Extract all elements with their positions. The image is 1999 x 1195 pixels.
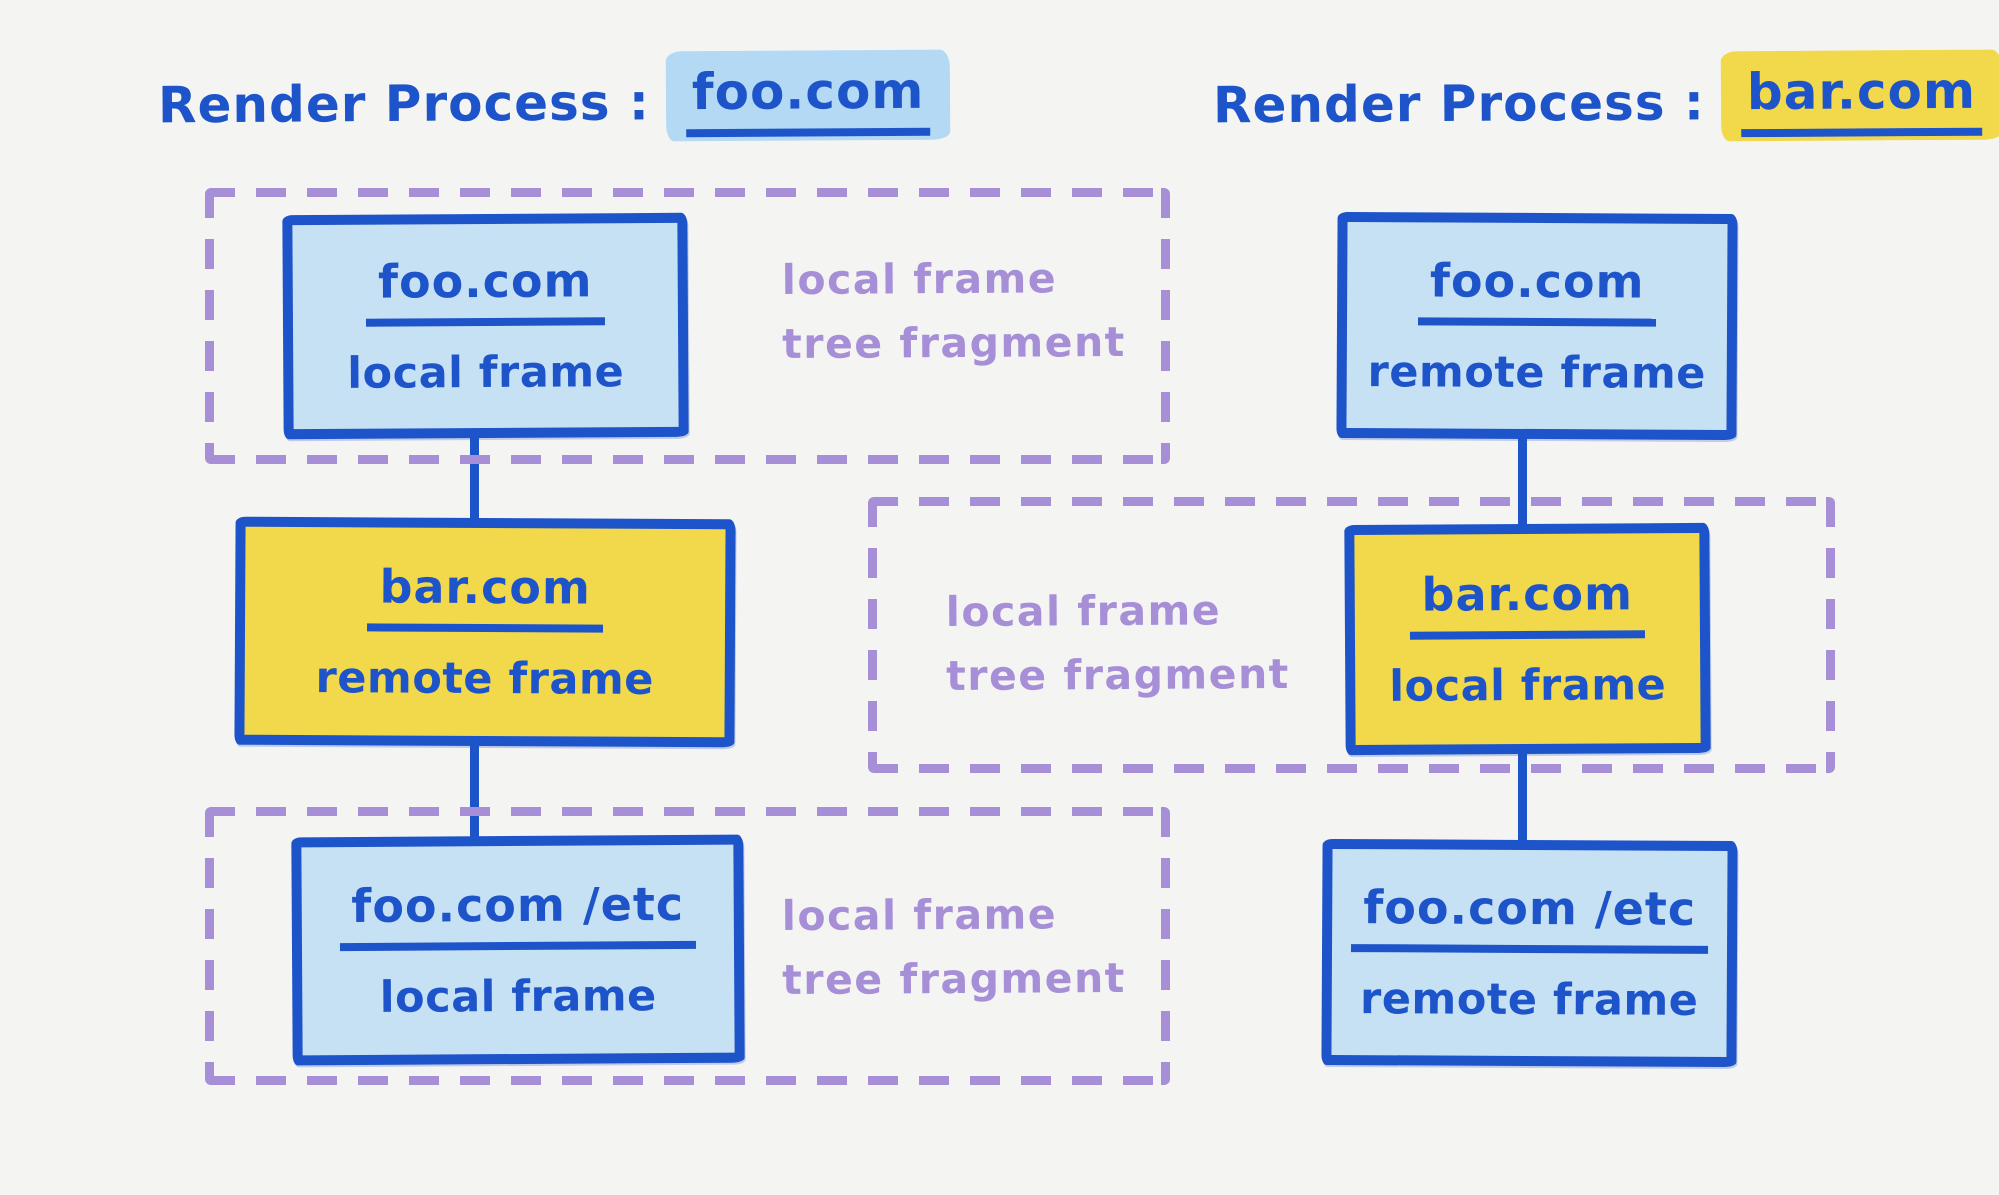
node-domain: bar.com [367,559,604,633]
node-domain: foo.com /etc [1351,880,1709,954]
connector-left-bottom [470,738,479,846]
left-title-domain-highlight: foo.com [665,49,951,142]
left-render-process-title: Render Process : foo.com [157,49,951,145]
node-frame-type: remote frame [315,653,655,705]
connector-right-bottom [1518,742,1527,846]
left-node-foo-local-frame: foo.com local frame [282,212,689,440]
node-domain: bar.com [1409,566,1646,640]
right-title-domain-highlight: bar.com [1720,49,1999,142]
left-title-domain: foo.com [685,61,931,138]
node-domain: foo.com [365,253,605,327]
fragment-label-line1: local frame [945,586,1222,637]
right-fragment-label: local frame tree fragment [946,579,1290,708]
fragment-label-line2: tree fragment [782,953,1126,1004]
left-bottom-fragment-label: local frame tree fragment [782,883,1126,1012]
connector-left-top [470,430,479,530]
right-node-bar-local-frame: bar.com local frame [1344,522,1711,756]
node-frame-type: local frame [1389,660,1667,712]
node-domain: foo.com /etc [339,876,697,952]
node-frame-type: remote frame [1359,974,1699,1026]
fragment-label-line2: tree fragment [782,317,1126,368]
node-frame-type: local frame [347,347,625,399]
node-frame-type: remote frame [1367,347,1707,399]
node-domain: foo.com [1417,253,1657,327]
left-top-fragment-label: local frame tree fragment [782,247,1126,376]
right-render-process-title: Render Process : bar.com [1212,49,1999,145]
right-node-foo-etc-remote-frame: foo.com /etc remote frame [1321,838,1738,1068]
node-frame-type: local frame [379,971,657,1023]
fragment-label-line2: tree fragment [946,649,1290,700]
fragment-label-line1: local frame [781,254,1058,305]
left-title-prefix: Render Process : [157,73,651,135]
right-title-domain: bar.com [1740,61,1983,138]
right-title-prefix: Render Process : [1212,73,1706,135]
right-node-foo-remote-frame: foo.com remote frame [1336,211,1738,441]
left-node-foo-etc-local-frame: foo.com /etc local frame [291,834,745,1066]
connector-right-top [1518,432,1527,532]
left-node-bar-remote-frame: bar.com remote frame [234,516,736,748]
fragment-label-line1: local frame [781,890,1058,941]
